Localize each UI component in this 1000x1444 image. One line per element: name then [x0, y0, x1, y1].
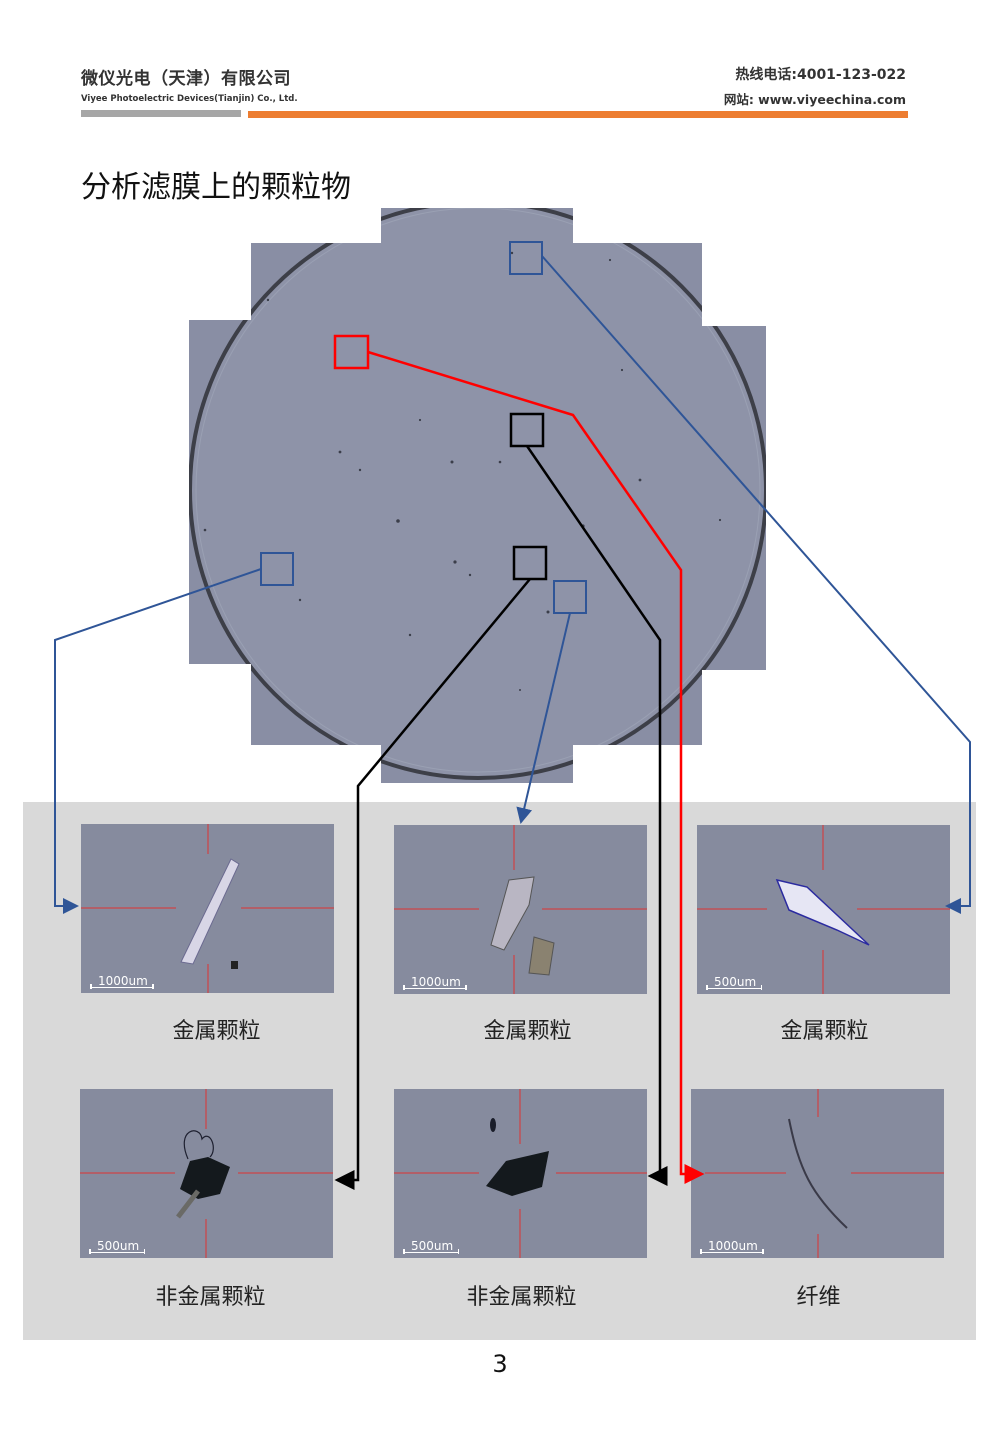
- scale-bar: 1000um: [90, 975, 154, 989]
- header-orange-bar: [248, 111, 908, 118]
- company-name-cn: 微仪光电（天津）有限公司: [81, 69, 291, 89]
- scale-bar: 1000um: [700, 1240, 764, 1254]
- micrograph-metal-3: 500um: [697, 825, 950, 994]
- caption-metal-2: 金属颗粒: [483, 1019, 572, 1044]
- scale-bar: 1000um: [403, 976, 467, 990]
- micrograph-nonmetal-2: 500um: [394, 1089, 647, 1258]
- website: 网站: www.viyeechina.com: [723, 92, 906, 107]
- caption-fiber: 纤维: [796, 1285, 841, 1310]
- scale-bar: 500um: [403, 1240, 460, 1254]
- hotline: 热线电话:4001-123-022: [735, 67, 906, 83]
- page-number: 3: [492, 1350, 508, 1378]
- micrograph-metal-2: 1000um: [394, 825, 647, 994]
- caption-nonmetal-1: 非金属颗粒: [155, 1285, 266, 1310]
- caption-nonmetal-2: 非金属颗粒: [466, 1285, 577, 1310]
- micrograph-fiber: 1000um: [691, 1089, 944, 1258]
- caption-metal-1: 金属颗粒: [172, 1019, 261, 1044]
- page-title: 分析滤膜上的颗粒物: [81, 170, 351, 205]
- caption-metal-3: 金属颗粒: [780, 1019, 869, 1044]
- scale-bar: 500um: [89, 1240, 146, 1254]
- company-name-en: Viyee Photoelectric Devices(Tianjin) Co.…: [81, 94, 298, 104]
- micrograph-nonmetal-1: 500um: [80, 1089, 333, 1258]
- scale-bar: 500um: [706, 976, 763, 990]
- header-grey-bar: [81, 110, 241, 117]
- filter-membrane-image: [189, 208, 766, 783]
- micrograph-metal-1: 1000um: [81, 824, 334, 993]
